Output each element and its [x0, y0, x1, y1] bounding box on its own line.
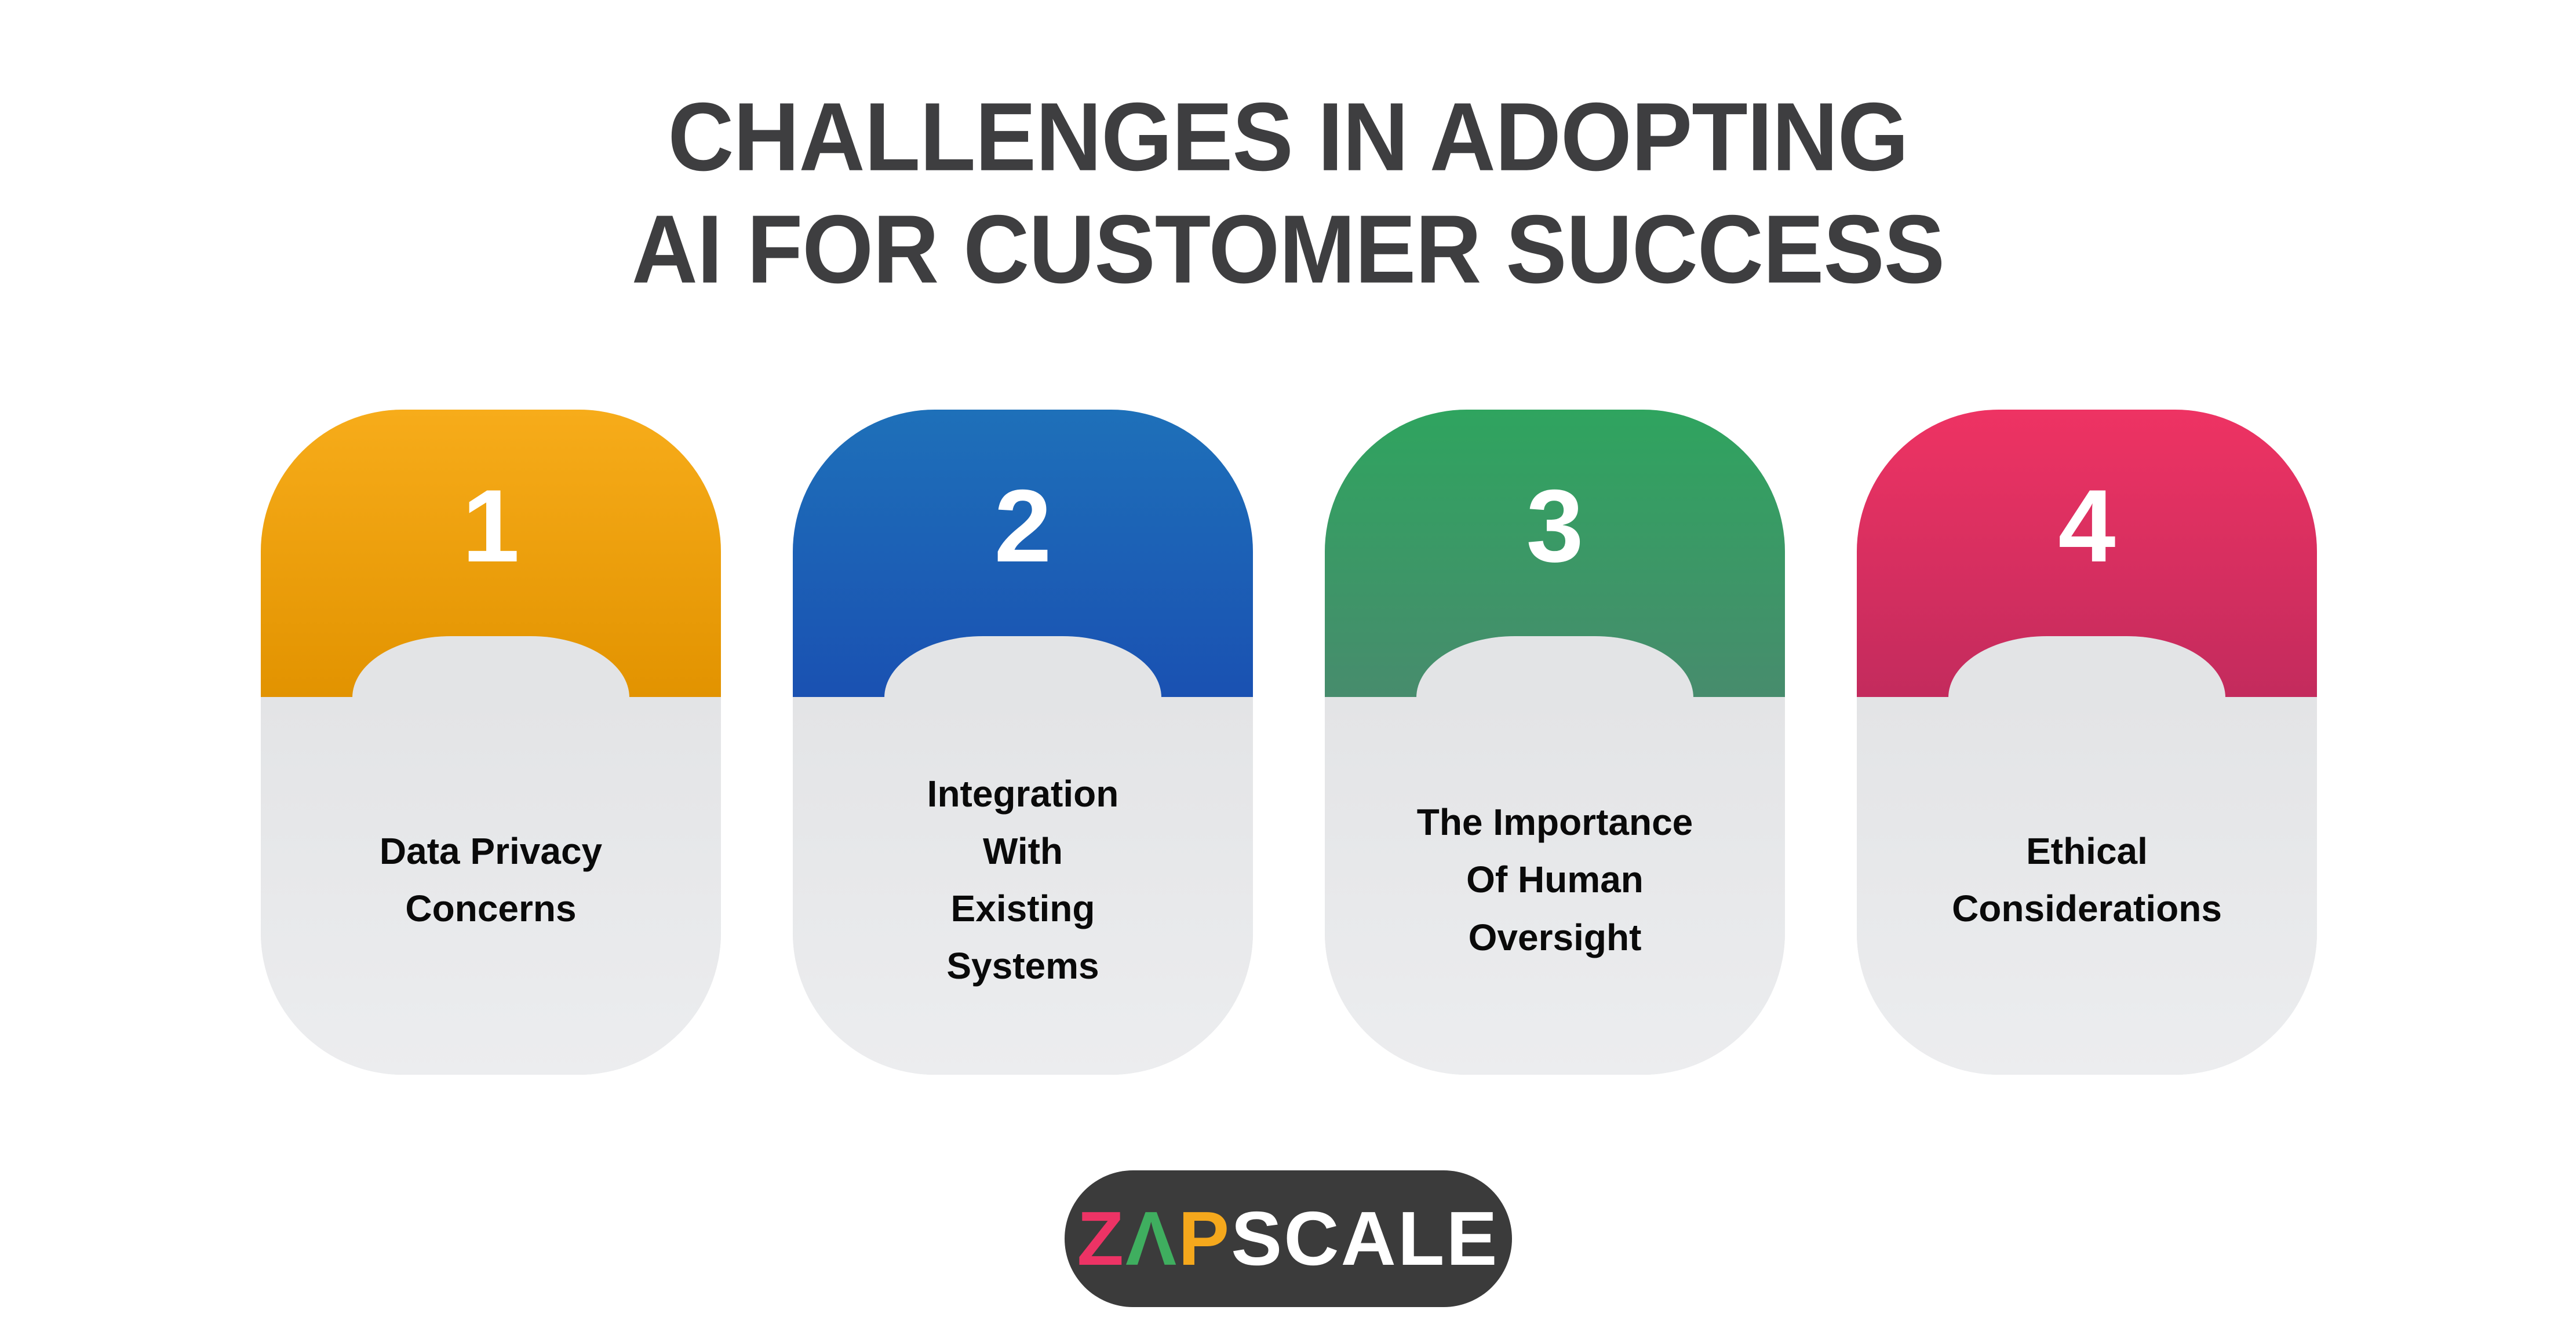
- card-4-body: Ethical Considerations: [1857, 636, 2317, 1075]
- card-4-notch: [1948, 636, 2225, 698]
- zapscale-logo-text: ZΛPSCALE: [1077, 1200, 1499, 1277]
- page-title-line-2: AI FOR CUSTOMER SUCCESS: [631, 195, 1945, 304]
- card-1-notch: [352, 636, 629, 698]
- card-3-notch: [1416, 636, 1693, 698]
- card-4-number: 4: [2058, 468, 2116, 583]
- card-2-notch: [884, 636, 1161, 698]
- card-1-number: 1: [462, 468, 520, 583]
- card-2-label: Integration With Existing Systems: [927, 772, 1119, 987]
- card-human-oversight: The Importance Of Human Oversight 3: [1325, 410, 1785, 1075]
- logo-letter-1: Λ: [1125, 1196, 1179, 1281]
- card-data-privacy: Data Privacy Concerns 1: [261, 410, 721, 1075]
- cards-row: Data Privacy Concerns 1 Integration With…: [261, 410, 2317, 1075]
- card-2-number: 2: [994, 468, 1052, 583]
- card-3-body: The Importance Of Human Oversight: [1325, 636, 1785, 1075]
- card-4-label: Ethical Considerations: [1952, 830, 2222, 929]
- card-integration: Integration With Existing Systems 2: [793, 410, 1253, 1075]
- zapscale-logo: ZΛPSCALE: [1064, 1170, 1512, 1307]
- logo-letter-0: Z: [1077, 1196, 1126, 1281]
- card-1-label: Data Privacy Concerns: [379, 830, 603, 929]
- page-title: CHALLENGES IN ADOPTING AI FOR CUSTOMER S…: [0, 81, 2576, 306]
- logo-letter-3: SCALE: [1231, 1196, 1499, 1281]
- card-3-number: 3: [1526, 468, 1584, 583]
- card-2-body: Integration With Existing Systems: [793, 636, 1253, 1075]
- page-title-line-1: CHALLENGES IN ADOPTING: [668, 83, 1908, 191]
- card-3-label: The Importance Of Human Oversight: [1416, 801, 1693, 958]
- card-ethical: Ethical Considerations 4: [1857, 410, 2317, 1075]
- logo-letter-2: P: [1178, 1196, 1231, 1281]
- card-1-body: Data Privacy Concerns: [261, 636, 721, 1075]
